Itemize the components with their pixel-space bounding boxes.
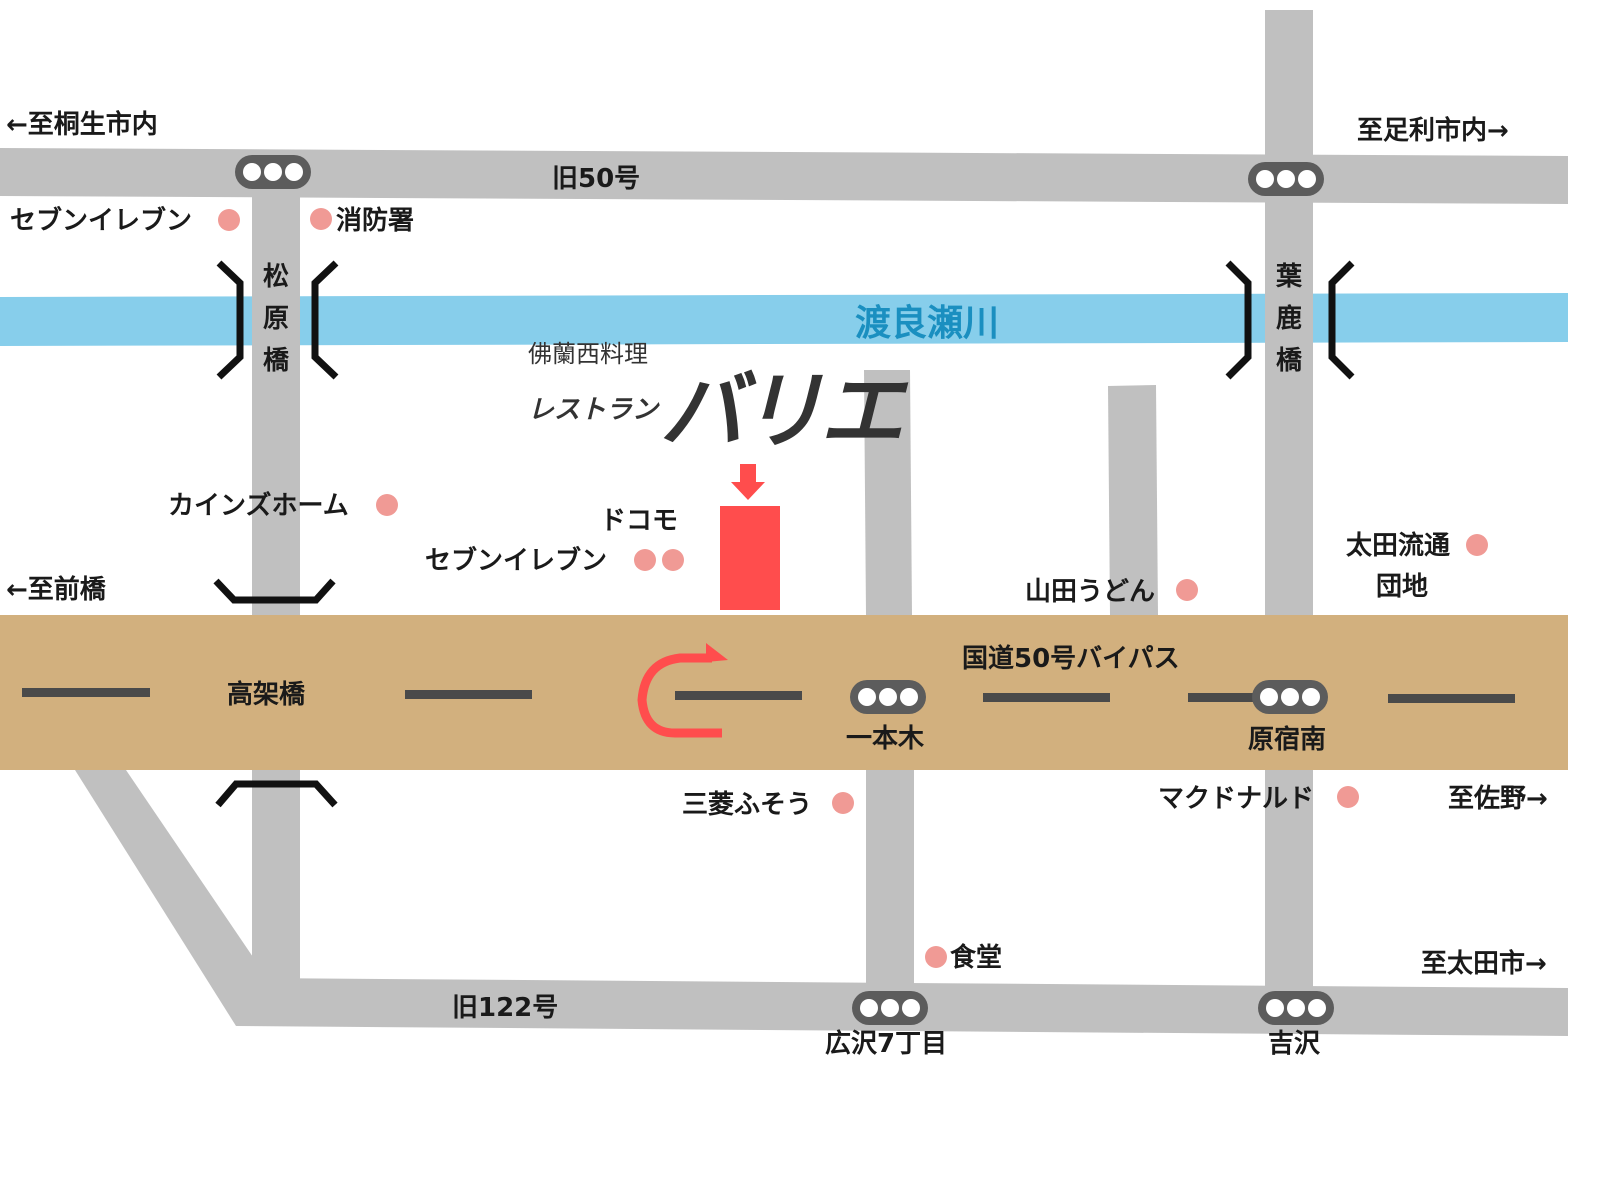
poi-seven-eleven: セブンイレブン <box>425 545 607 576</box>
road-matsubara <box>252 196 300 986</box>
road-ipponki-south <box>866 770 914 1010</box>
road-diagonal <box>75 770 272 1026</box>
direction-ashikaga: 至足利市内→ <box>1357 115 1509 146</box>
poi-mcdonalds: マクドナルド <box>1158 784 1314 814</box>
bridge-label-hajika: 葉 <box>1275 262 1303 292</box>
poi-dot <box>925 946 947 968</box>
poi-dot <box>1466 534 1488 556</box>
poi-shokudo: 食堂 <box>950 942 1002 973</box>
direction-sano: 至佐野→ <box>1448 784 1548 814</box>
road-label-old50: 旧50号 <box>552 164 640 194</box>
poi-yamada-udon: 山田うどん <box>1025 577 1155 607</box>
viaduct-bracket-icon <box>213 578 336 604</box>
poi-fire-station: 消防署 <box>336 206 414 236</box>
intersection-ipponki: 一本木 <box>846 724 924 754</box>
direction-ota: 至太田市→ <box>1421 948 1547 979</box>
logo-prefix: レストラン <box>528 395 660 425</box>
traffic-light-icon <box>850 680 926 714</box>
bridge-label-matsubara: 原 <box>263 304 289 334</box>
road-ipponki-north <box>864 370 912 615</box>
road-old50 <box>0 148 1568 204</box>
bridge-label-hajika: 鹿 <box>1276 303 1302 334</box>
traffic-light-icon <box>1258 991 1334 1025</box>
poi-dot <box>218 209 240 231</box>
poi-mitsubishi-fuso: 三菱ふそう <box>682 790 812 820</box>
river-label: 渡良瀬川 <box>855 303 999 344</box>
viaduct-bracket-icon <box>215 780 338 808</box>
direction-kiryu: ←至桐生市内 <box>6 109 158 140</box>
bridge-label-hajika: 橋 <box>1276 346 1303 376</box>
poi-dot <box>662 549 684 571</box>
poi-dot <box>310 208 332 230</box>
poi-dot <box>1337 786 1359 808</box>
bridge-bracket-icon <box>1328 260 1355 380</box>
intersection-yoshizawa: 吉沢 <box>1268 1029 1321 1059</box>
logo-name: バリエ <box>660 362 909 460</box>
poi-ota-ryutsu: 太田流通 <box>1346 531 1450 561</box>
road-label-viaduct: 高架橋 <box>227 679 306 710</box>
arrow-down-icon <box>731 464 765 500</box>
bridge-bracket-icon <box>311 260 339 380</box>
traffic-light-icon <box>1248 162 1324 196</box>
bridge-label-matsubara: 松 <box>263 262 289 292</box>
u-turn-icon <box>637 643 728 738</box>
traffic-light-icon <box>1252 680 1328 714</box>
road-label-old122: 旧122号 <box>452 993 558 1023</box>
restaurant-logo: 佛蘭西料理 レストラン バリエ <box>528 340 913 460</box>
poi-dot <box>1176 579 1198 601</box>
intersection-hirosawa: 広沢7丁目 <box>825 1028 947 1059</box>
traffic-light-icon <box>852 991 928 1025</box>
logo-cuisine: 佛蘭西料理 <box>528 340 648 368</box>
road-label-bypass: 国道50号バイパス <box>962 643 1180 674</box>
bridge-bracket-icon <box>1225 260 1252 380</box>
river-watarase <box>0 293 1568 346</box>
road-hajika <box>1265 10 1313 1010</box>
bypass-centerline <box>22 688 1515 703</box>
poi-ota-ryutsu-danchi: 団地 <box>1376 572 1428 602</box>
intersection-harajukuminami: 原宿南 <box>1248 724 1326 755</box>
poi-cainz: カインズホーム <box>168 490 349 521</box>
poi-docomo: ドコモ <box>600 506 678 536</box>
bridge-label-matsubara: 橋 <box>263 346 290 376</box>
poi-dot <box>634 549 656 571</box>
poi-dot <box>832 792 854 814</box>
poi-seven-eleven: セブンイレブン <box>10 205 192 236</box>
road-small <box>1108 385 1158 615</box>
restaurant-location[interactable] <box>720 506 780 610</box>
direction-maebashi: ←至前橋 <box>6 574 107 605</box>
poi-dot <box>376 494 398 516</box>
traffic-light-icon <box>235 155 311 189</box>
bridge-bracket-icon <box>216 260 244 380</box>
